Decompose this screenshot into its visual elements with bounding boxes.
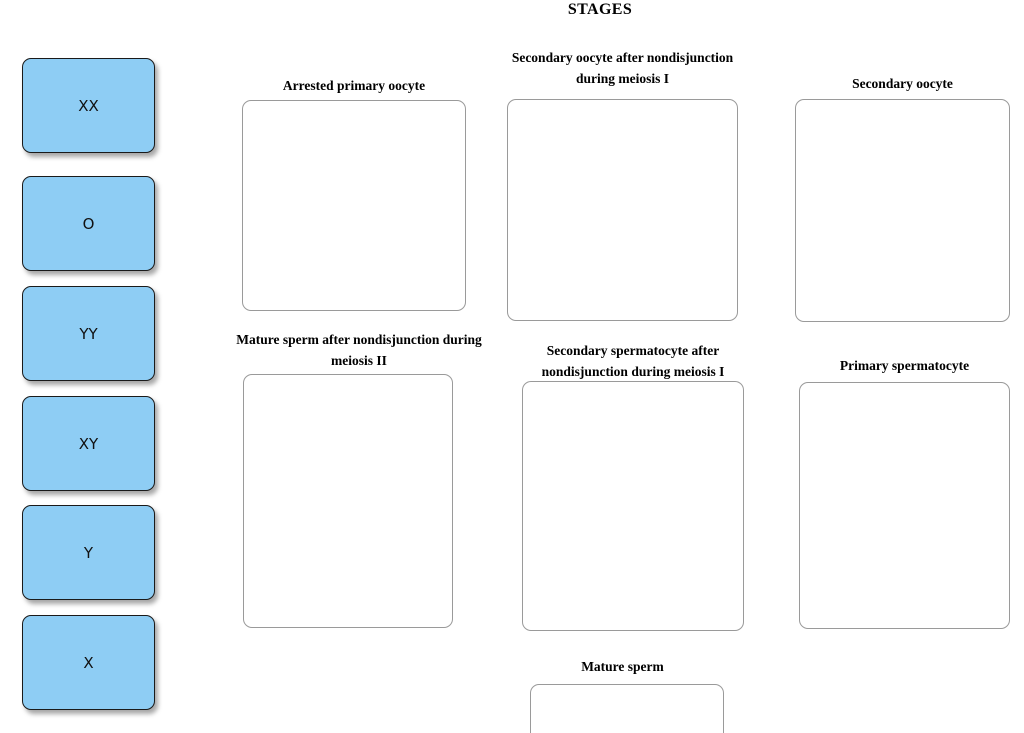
dropzone-secondary-spermatocyte-nondisjunction-meiosis-i[interactable] [522, 381, 744, 631]
chromosome-token-bank: XX O YY XY Y X [0, 0, 200, 733]
page-title-text: STAGES [567, 1, 633, 18]
dropzone-label-arrested-primary-oocyte: Arrested primary oocyte [282, 78, 426, 93]
dropzone-arrested-primary-oocyte[interactable] [242, 100, 466, 311]
dropzone-label-secondary-oocyte-nondisjunction-meiosis-i: Secondary oocyte after nondisjunction du… [511, 50, 734, 86]
dropzone-mature-sperm-nondisjunction-meiosis-ii[interactable] [243, 374, 453, 628]
token-xx[interactable]: XX [22, 58, 155, 153]
token-label: X [83, 653, 94, 672]
dropzone-label-mature-sperm-nondisjunction-meiosis-ii: Mature sperm after nondisjunction during… [236, 332, 482, 368]
dropzone-label-primary-spermatocyte: Primary spermatocyte [839, 358, 970, 373]
dropzone-label-secondary-spermatocyte-nondisjunction-meiosis-i: Secondary spermatocyte after nondisjunct… [541, 343, 725, 379]
token-y[interactable]: Y [22, 505, 155, 600]
dropzone-label-secondary-oocyte: Secondary oocyte [852, 76, 953, 91]
dropzone-secondary-oocyte-nondisjunction-meiosis-i[interactable] [507, 99, 738, 321]
dropzone-primary-spermatocyte[interactable] [799, 382, 1010, 629]
dropzone-mature-sperm[interactable] [530, 684, 724, 733]
dropzone-label-mature-sperm: Mature sperm [581, 659, 664, 674]
token-o[interactable]: O [22, 176, 155, 271]
token-label: XY [78, 434, 99, 453]
token-xy[interactable]: XY [22, 396, 155, 491]
token-label: XX [78, 96, 99, 115]
token-label: O [82, 214, 95, 233]
dropzone-secondary-oocyte[interactable] [795, 99, 1010, 322]
page-title: STAGES [0, 0, 1024, 20]
token-yy[interactable]: YY [22, 286, 155, 381]
token-x[interactable]: X [22, 615, 155, 710]
token-label: YY [79, 324, 98, 343]
token-label: Y [83, 543, 94, 562]
